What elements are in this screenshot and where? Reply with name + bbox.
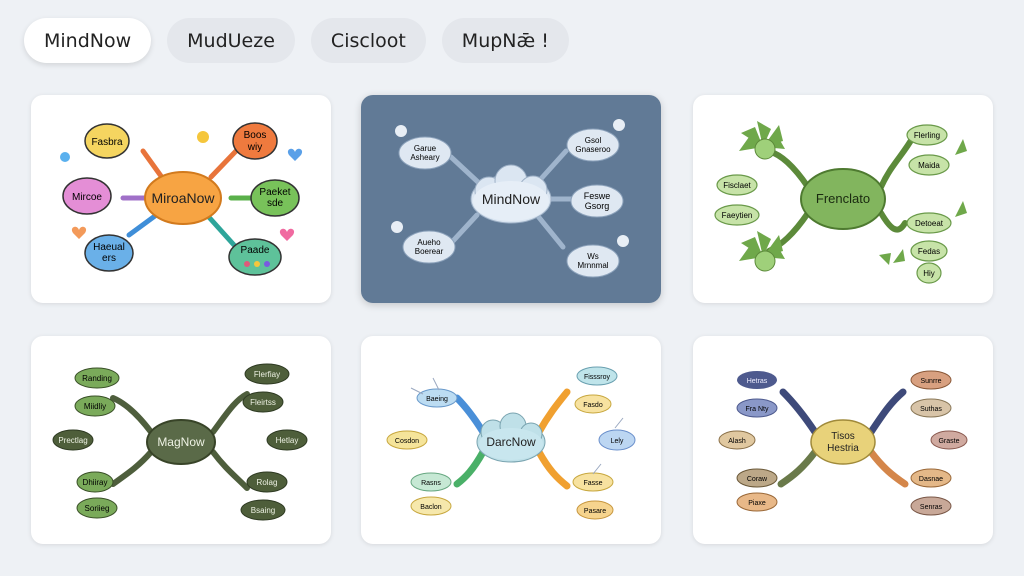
node-label: Alash xyxy=(728,438,746,445)
node-label: Cosdon xyxy=(395,438,419,445)
node-label: Dasnae xyxy=(919,476,943,483)
template-card-muted[interactable]: Tisos Hestria Hetras Fra Nty Alash Coraw… xyxy=(693,336,993,544)
node-label: Hetlay xyxy=(276,436,299,445)
node-label: Paade xyxy=(241,245,270,256)
template-style-tabs: MindNow MudUeze Cisclоot MupNǣ ! xyxy=(24,18,569,63)
node-label: Gsol xyxy=(585,136,602,145)
tab-mupne[interactable]: MupNǣ ! xyxy=(441,18,569,63)
node-label: Fleirtss xyxy=(250,398,276,407)
node-label: Fasdo xyxy=(583,402,603,409)
mindmap-preview-leaf: Frenclato Fisclaet Faeytien Flerling Mai… xyxy=(714,121,967,284)
center-node-label: Hestria xyxy=(827,443,859,454)
node-label: Feswe xyxy=(584,191,611,201)
node-label: Mircoe xyxy=(72,192,102,203)
leaf-decoration-icon xyxy=(739,121,967,272)
node-label: Coraw xyxy=(747,476,768,483)
node-label: Mrnnmal xyxy=(577,261,608,270)
center-node-label: Tisos xyxy=(831,431,855,442)
node-label: Bsaing xyxy=(251,506,275,515)
node-label: Ws xyxy=(587,252,599,261)
center-node-label: DarcNow xyxy=(486,435,536,449)
node-label: Senras xyxy=(920,504,943,511)
node-label: Flerling xyxy=(914,131,940,140)
node-label: Miidliy xyxy=(84,402,106,411)
node-label: ers xyxy=(102,253,116,264)
node-label: Piaxe xyxy=(748,500,766,507)
node-label: Aueho xyxy=(417,238,441,247)
node-label: sde xyxy=(267,198,284,209)
node-label: Lely xyxy=(611,438,624,445)
node-label: Fisssroy xyxy=(584,374,611,381)
center-node-label: MagNow xyxy=(157,435,205,449)
node-label: Baeing xyxy=(426,396,448,403)
node-label: Fra Nty xyxy=(746,406,769,413)
node-label: Rasns xyxy=(421,480,441,487)
node-label: Graste xyxy=(938,438,959,445)
node-label: Randing xyxy=(82,374,112,383)
node-label: Dhiiray xyxy=(83,478,108,487)
center-node xyxy=(144,171,222,225)
node-label: Garue xyxy=(414,144,437,153)
node-label: Gsorg xyxy=(585,201,610,211)
template-card-colorful[interactable]: MiroaNow Fasbra Boos wiy Mircoe Paeket s… xyxy=(31,95,331,303)
node-label: Boerear xyxy=(415,247,444,256)
node-label: Pasare xyxy=(584,508,606,515)
node-label: Baclon xyxy=(420,504,442,511)
node-label: Soriieg xyxy=(85,504,110,513)
node-label: Haeual xyxy=(93,242,125,253)
mindmap-preview-clouds: MindNow Garue Asheary Gsol Gnaseroo Fesw… xyxy=(391,119,629,278)
mindmap-preview-muted: Tisos Hestria Hetras Fra Nty Alash Coraw… xyxy=(718,370,968,516)
node-label: Maida xyxy=(918,161,940,170)
node-label: Boos xyxy=(244,130,267,141)
node-label: Asheary xyxy=(410,153,439,162)
node-label: Gnaseroo xyxy=(575,145,611,154)
node-label: Faeytien xyxy=(722,211,753,220)
node-label: Hiy xyxy=(923,269,935,278)
node-label: Fasbra xyxy=(91,137,123,148)
template-card-pastel[interactable]: DarcNow Baeing Cosdon Rasns Baclon Fisss… xyxy=(361,336,661,544)
center-node-label: Frenclato xyxy=(816,191,870,206)
template-card-leaf[interactable]: Frenclato Fisclaet Faeytien Flerling Mai… xyxy=(693,95,993,303)
node-label: Prectlag xyxy=(58,436,87,445)
mindmap-preview-olive: MagNow Randing Miidliy Prectlag Dhiiray … xyxy=(52,363,308,521)
node-label: wiy xyxy=(247,142,262,153)
center-node-label: MiroaNow xyxy=(151,190,215,206)
heart-decoration-icon xyxy=(71,148,303,241)
template-card-olive[interactable]: MagNow Randing Miidliy Prectlag Dhiiray … xyxy=(31,336,331,544)
node-label: Hetras xyxy=(747,378,768,385)
node-label: Fasse xyxy=(583,480,602,487)
mindmap-preview-colorful: MiroaNow Fasbra Boos wiy Mircoe Paeket s… xyxy=(60,122,303,276)
node-label: Flerfiay xyxy=(254,370,280,379)
node-label: Sunrre xyxy=(920,378,941,385)
tab-cisclоot[interactable]: Cisclоot xyxy=(310,18,426,63)
tab-mudueze[interactable]: MudUeze xyxy=(167,18,295,63)
node-label: Rolag xyxy=(257,478,278,487)
tab-mindnow[interactable]: MindNow xyxy=(24,18,152,63)
node-label: Fedas xyxy=(918,247,940,256)
node-label: Suthas xyxy=(920,406,942,413)
node-label: Detoeat xyxy=(915,219,944,228)
node-label: Fisclaet xyxy=(723,181,751,190)
mindmap-preview-pastel: DarcNow Baeing Cosdon Rasns Baclon Fisss… xyxy=(386,366,636,520)
node-label: Paeket xyxy=(259,187,290,198)
template-card-clouds[interactable]: MindNow Garue Asheary Gsol Gnaseroo Fesw… xyxy=(361,95,661,303)
center-node-label: MindNow xyxy=(482,191,541,207)
